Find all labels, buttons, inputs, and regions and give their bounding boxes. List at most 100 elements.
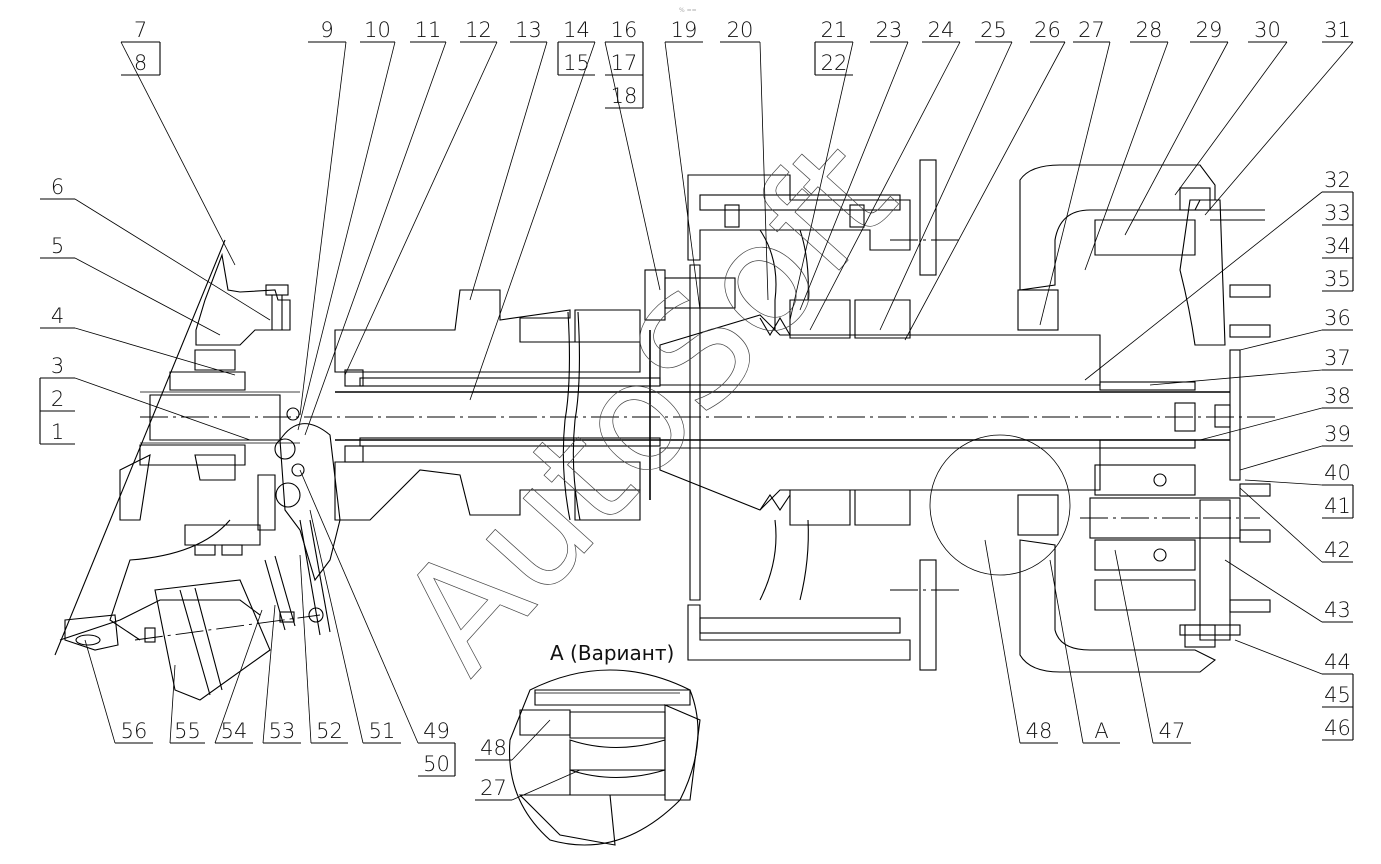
- callout-label: 16: [611, 18, 638, 42]
- callout-label: 11: [415, 18, 442, 42]
- leader-line: [169, 664, 176, 744]
- callout-label: 27: [1078, 18, 1105, 42]
- callout-20: 20: [720, 18, 769, 301]
- leader-line: [1114, 549, 1154, 744]
- callout-5: 5: [40, 234, 221, 336]
- leader-line: [214, 609, 263, 744]
- callout-label: 37: [1324, 346, 1351, 370]
- leader-line: [344, 41, 498, 376]
- callout-label: 44: [1324, 650, 1351, 674]
- callout-A: A: [1049, 559, 1120, 744]
- leader-line: [262, 604, 276, 744]
- callout-label: 23: [876, 18, 903, 42]
- callout-label: 53: [269, 719, 296, 743]
- callout-42: 42: [1239, 487, 1353, 563]
- callout-label: 32: [1324, 168, 1351, 192]
- leader-line: [74, 327, 236, 376]
- leader-line: [84, 639, 116, 744]
- callout-label: 31: [1324, 18, 1351, 42]
- callout-54: 54: [214, 609, 263, 744]
- leader-line: [299, 554, 312, 744]
- detail-view-a: [508, 669, 701, 846]
- callout-10: 10: [297, 18, 396, 431]
- callout-label: 48: [1026, 719, 1053, 743]
- svg-text:AutoSoft: AutoSoft: [367, 109, 927, 704]
- callout-label: 25: [980, 18, 1007, 42]
- callout-3: 321: [39, 354, 251, 445]
- callout-28: 28: [1084, 18, 1169, 271]
- leader-line: [120, 41, 236, 266]
- leader-line: [789, 41, 854, 321]
- callout-label: 21: [821, 18, 848, 42]
- callout-label: 54: [221, 719, 248, 743]
- leader-line: [1239, 445, 1323, 471]
- callout-label: 15: [563, 51, 590, 75]
- callout-label: 2: [51, 387, 64, 411]
- callout-label: 49: [423, 719, 450, 743]
- callout-label: 43: [1324, 598, 1351, 622]
- leader-line: [74, 377, 251, 441]
- callout-label: 50: [423, 752, 450, 776]
- leader-line: [469, 41, 548, 301]
- callout-25: 25: [879, 18, 1013, 331]
- callout-51: 51: [309, 509, 401, 744]
- leader-line: [904, 41, 1066, 341]
- brake-drum-assembly: [687, 159, 960, 671]
- callout-43: 43: [1224, 559, 1353, 623]
- callout-label: A: [1094, 719, 1108, 743]
- intermediate-housing: [334, 289, 1230, 521]
- leader-line: [1204, 41, 1354, 216]
- callout-7: 78: [120, 18, 236, 266]
- callout-label: 5: [51, 234, 64, 258]
- callout-label: 40: [1324, 461, 1351, 485]
- callout-36: 36: [1239, 306, 1353, 351]
- callout-label: 19: [671, 18, 698, 42]
- callout-56: 56: [84, 639, 153, 744]
- callout-label: 14: [563, 18, 590, 42]
- callout-label: 45: [1324, 683, 1351, 707]
- leader-line: [664, 41, 701, 311]
- callout-label: 8: [134, 51, 147, 75]
- leader-line: [1239, 487, 1323, 563]
- leader-line: [299, 469, 419, 744]
- callout-27: 27: [1039, 18, 1111, 326]
- callout-label: 34: [1324, 234, 1351, 258]
- callout-label: 4: [51, 304, 64, 328]
- callout-39: 39: [1239, 422, 1353, 471]
- callout-44: 44 45 46: [1234, 639, 1354, 741]
- callout-53: 53: [262, 604, 301, 744]
- cross-section-geometry: [54, 159, 1280, 846]
- callout-label: 52: [316, 719, 343, 743]
- callout-13: 13: [469, 18, 548, 301]
- callout-23: 23: [799, 18, 909, 311]
- leader-line: [309, 509, 364, 744]
- callout-27: 27: [475, 769, 581, 801]
- callout-label: 30: [1254, 18, 1281, 42]
- callout-label: 51: [369, 719, 396, 743]
- callout-31: 31: [1204, 18, 1354, 216]
- leader-line: [879, 41, 1013, 331]
- leader-line: [1239, 329, 1323, 351]
- leader-line: [984, 539, 1021, 744]
- leader-line: [1149, 369, 1323, 386]
- leader-line: [74, 198, 271, 321]
- callout-48: 48: [984, 539, 1058, 744]
- leader-line: [304, 41, 447, 436]
- callout-37: 37: [1149, 346, 1353, 386]
- leader-line: [297, 41, 396, 431]
- leader-line: [759, 41, 769, 301]
- callout-label: 1: [51, 420, 64, 444]
- callout-9: 9: [299, 18, 347, 416]
- callout-label: 36: [1324, 306, 1351, 330]
- callout-6: 6: [40, 175, 271, 321]
- callout-label: 56: [121, 719, 148, 743]
- callout-label: 41: [1324, 494, 1351, 518]
- callout-label: 39: [1324, 422, 1351, 446]
- callout-label: 46: [1324, 716, 1351, 740]
- callout-label: 10: [364, 18, 391, 42]
- callout-label: 7: [134, 18, 147, 42]
